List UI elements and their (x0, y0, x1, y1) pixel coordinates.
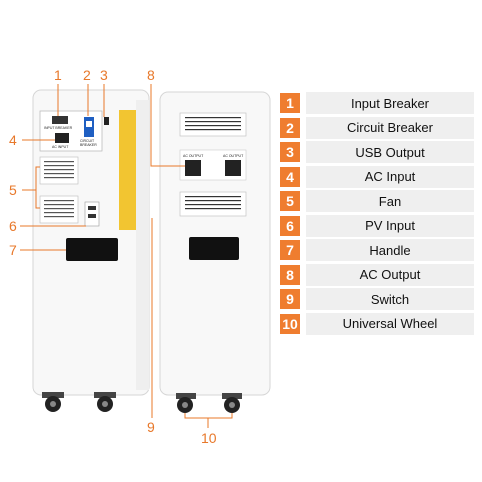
ac-output-right-label: AC OUTPUT (223, 154, 244, 158)
legend-number-badge: 9 (280, 289, 300, 309)
legend-row: 8 AC Output (280, 263, 474, 286)
callout-10: 10 (201, 430, 217, 446)
callout-lines (20, 84, 233, 428)
legend-list: 1 Input Breaker 2 Circuit Breaker 3 USB Outpu… (280, 92, 474, 337)
legend-row: 1 Input Breaker (280, 92, 474, 114)
right-wheels (176, 393, 242, 413)
legend-number-badge: 10 (280, 313, 300, 334)
legend-label: Fan (306, 190, 474, 212)
legend-number-badge: 6 (280, 215, 300, 236)
right-handle (189, 237, 239, 260)
legend-row: 4 AC Input (280, 165, 474, 188)
circuit-breaker-label: CIRCUIT BREAKER (80, 139, 97, 147)
ac-input-socket (55, 133, 69, 143)
legend-number-badge: 2 (280, 117, 300, 138)
callout-9: 9 (147, 419, 155, 435)
callout-7: 7 (9, 242, 17, 258)
legend-label: Input Breaker (306, 92, 474, 114)
callout-5: 5 (9, 182, 17, 198)
right-unit (159, 91, 271, 413)
legend-row: 10 Universal Wheel (280, 312, 474, 335)
legend-label: Handle (306, 239, 474, 261)
legend-label: USB Output (306, 141, 474, 163)
legend-label: AC Input (306, 165, 474, 188)
legend-row: 6 PV Input (280, 214, 474, 237)
usb-port (104, 117, 109, 125)
callout-1: 1 (54, 67, 62, 83)
callout-3: 3 (100, 67, 108, 83)
legend-label: Switch (306, 288, 474, 310)
ac-input-label: AC INPUT (52, 145, 69, 149)
legend-label: Universal Wheel (306, 312, 474, 335)
callout-2: 2 (83, 67, 91, 83)
legend-row: 7 Handle (280, 239, 474, 261)
legend-row: 3 USB Output (280, 141, 474, 163)
legend-number-badge: 3 (280, 142, 300, 162)
legend-number-badge: 1 (280, 93, 300, 113)
yellow-side-panel (119, 110, 136, 230)
left-handle (66, 238, 118, 261)
legend-row: 5 Fan (280, 190, 474, 212)
legend-label: Circuit Breaker (306, 116, 474, 139)
legend-number-badge: 4 (280, 166, 300, 187)
top-fan-grille (179, 112, 247, 137)
input-breaker-label: INPUT BREAKER (44, 126, 73, 130)
legend-number-badge: 8 (280, 264, 300, 285)
ac-output-socket-right (225, 160, 241, 176)
legend-row: 9 Switch (280, 288, 474, 310)
legend-label: PV Input (306, 214, 474, 237)
legend-row: 2 Circuit Breaker (280, 116, 474, 139)
left-unit (32, 89, 150, 412)
legend-label: AC Output (306, 263, 474, 286)
callout-4: 4 (9, 132, 17, 148)
ac-output-socket-left (185, 160, 201, 176)
fan-grilles (39, 156, 79, 224)
legend-number-badge: 5 (280, 191, 300, 211)
callout-6: 6 (9, 218, 17, 234)
ac-output-left-label: AC OUTPUT (183, 154, 204, 158)
input-breaker-switch (52, 116, 68, 124)
left-wheels (42, 392, 116, 412)
legend-number-badge: 7 (280, 240, 300, 260)
callout-8: 8 (147, 67, 155, 83)
